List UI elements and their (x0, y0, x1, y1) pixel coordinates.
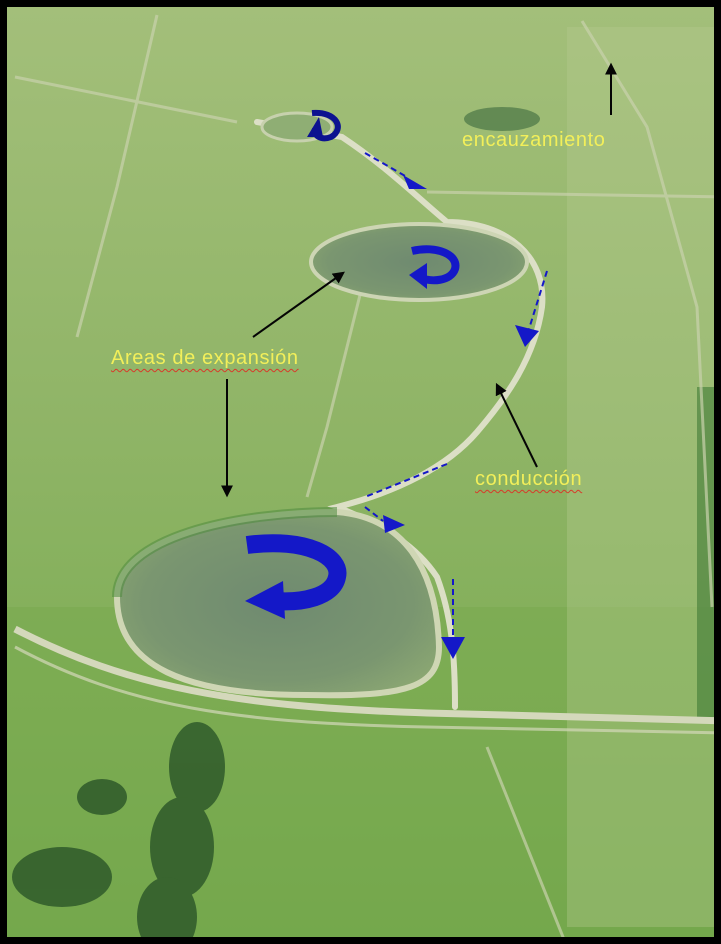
pond-medium (309, 222, 529, 302)
label-conduccion: conducción (475, 468, 583, 490)
conduction-channel (254, 119, 546, 710)
field-boundaries (14, 14, 714, 937)
right-pale-strip (567, 27, 714, 927)
dirt-roads (13, 625, 714, 735)
dark-patch (464, 107, 540, 131)
black-arrow-icon (221, 62, 617, 498)
tree-line (12, 722, 225, 937)
aerial-field-scene (7, 7, 714, 937)
blue-arrowheads (383, 175, 539, 659)
right-dark-strip (697, 387, 714, 717)
blue-dashed-arrow-icon (364, 152, 548, 637)
label-areas-expansion: Areas de expansión (111, 347, 299, 369)
blue-curved-arrow-icon (245, 109, 460, 619)
label-encauzamiento: encauzamiento (462, 129, 606, 151)
